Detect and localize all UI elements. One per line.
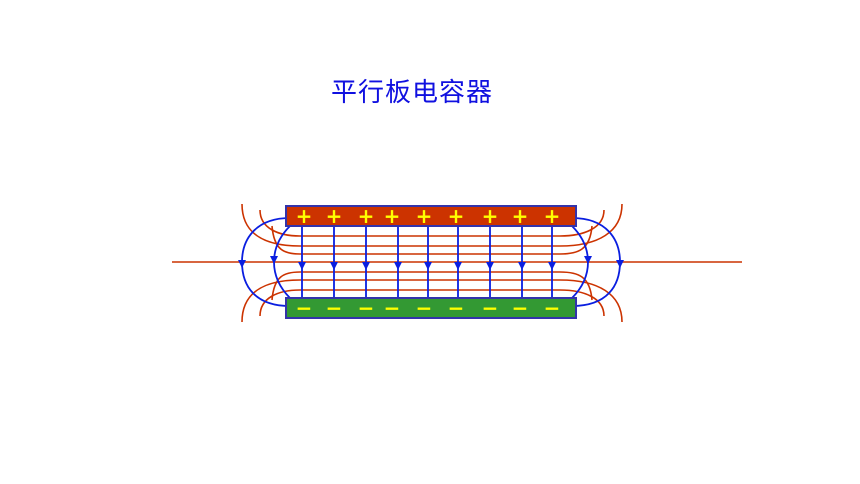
positive-plate [285,205,577,227]
arrow-down-icon [518,262,526,270]
negative-plate [285,297,577,319]
page-title: 平行板电容器 [330,78,493,108]
arrow-down-icon [616,260,624,268]
positive-charges: + + + + + + + + + [296,204,561,228]
plus-sign: + [448,204,465,228]
arrow-down-icon [486,262,494,270]
arrow-down-icon [330,262,338,270]
equipotential-line [271,271,593,301]
plus-sign: + [482,204,499,228]
arrow-down-icon [424,262,432,270]
arrow-down-icon [584,256,592,264]
negative-charges: −−−−−−−−− [296,296,561,320]
arrow-down-icon [454,262,462,270]
minus-sign: − [544,296,561,320]
plus-sign: + [416,204,433,228]
minus-sign: − [296,296,313,320]
minus-sign: − [448,296,465,320]
arrow-down-icon [238,260,246,268]
plus-sign: + [296,204,313,228]
field-arrows [238,256,624,270]
equipotential-line [241,279,623,323]
equipotential-line [241,203,623,247]
plus-sign: + [544,204,561,228]
equipotential-line [271,225,593,255]
arrow-down-icon [362,262,370,270]
arrow-down-icon [548,262,556,270]
arrow-down-icon [270,256,278,264]
minus-sign: − [512,296,529,320]
plus-sign: + [326,204,343,228]
plus-sign: + [512,204,529,228]
minus-sign: − [326,296,343,320]
minus-sign: − [416,296,433,320]
arrow-down-icon [298,262,306,270]
minus-sign: − [358,296,375,320]
plus-sign: + [384,204,401,228]
plus-sign: + [358,204,375,228]
minus-sign: − [482,296,499,320]
arrow-down-icon [394,262,402,270]
minus-sign: − [384,296,401,320]
